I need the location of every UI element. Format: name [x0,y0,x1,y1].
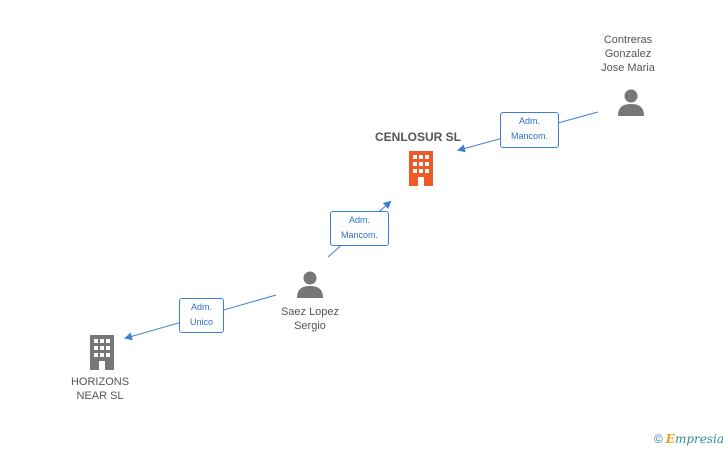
brand-logo: Empresia [666,432,724,446]
building-icon[interactable] [409,151,433,186]
label-line: Jose Maria [601,62,655,74]
label-line: CENLOSUR SL [374,130,461,144]
relation-badge[interactable]: Adm. Mancom. [330,211,389,246]
empresia-watermark: © Empresia [654,432,724,446]
relation-badge[interactable]: Adm. Mancom. [500,112,559,148]
label-line: NEAR SL [76,390,124,402]
relation-type: Unico [189,317,213,327]
copyright-symbol: © [653,432,663,446]
relation-badge[interactable]: Adm. Unico [179,298,224,333]
person-label-saez[interactable]: Saez Lopez Sergio [268,305,352,333]
person-icon[interactable] [618,89,644,117]
relation-role: Adm. [190,302,212,312]
label-line: Sergio [294,320,326,332]
relation-role: Adm. [518,116,540,126]
label-line: Contreras [603,34,653,46]
relation-role: Adm. [348,215,370,225]
relation-type: Mancom. [340,230,378,240]
person-icon[interactable] [297,271,323,299]
label-line: Gonzalez [604,48,652,60]
building-icon[interactable] [90,335,114,370]
label-line: HORIZONS [70,376,130,388]
label-line: Saez Lopez [280,306,340,318]
brand-initial: E [665,432,675,446]
brand-name: mpresia [674,432,724,446]
relation-type: Mancom. [510,131,548,141]
company-label-horizons[interactable]: HORIZONS NEAR SL [60,375,140,403]
person-label-contreras[interactable]: Contreras Gonzalez Jose Maria [588,33,668,75]
company-label-cenlosur[interactable]: CENLOSUR SL [366,130,470,144]
